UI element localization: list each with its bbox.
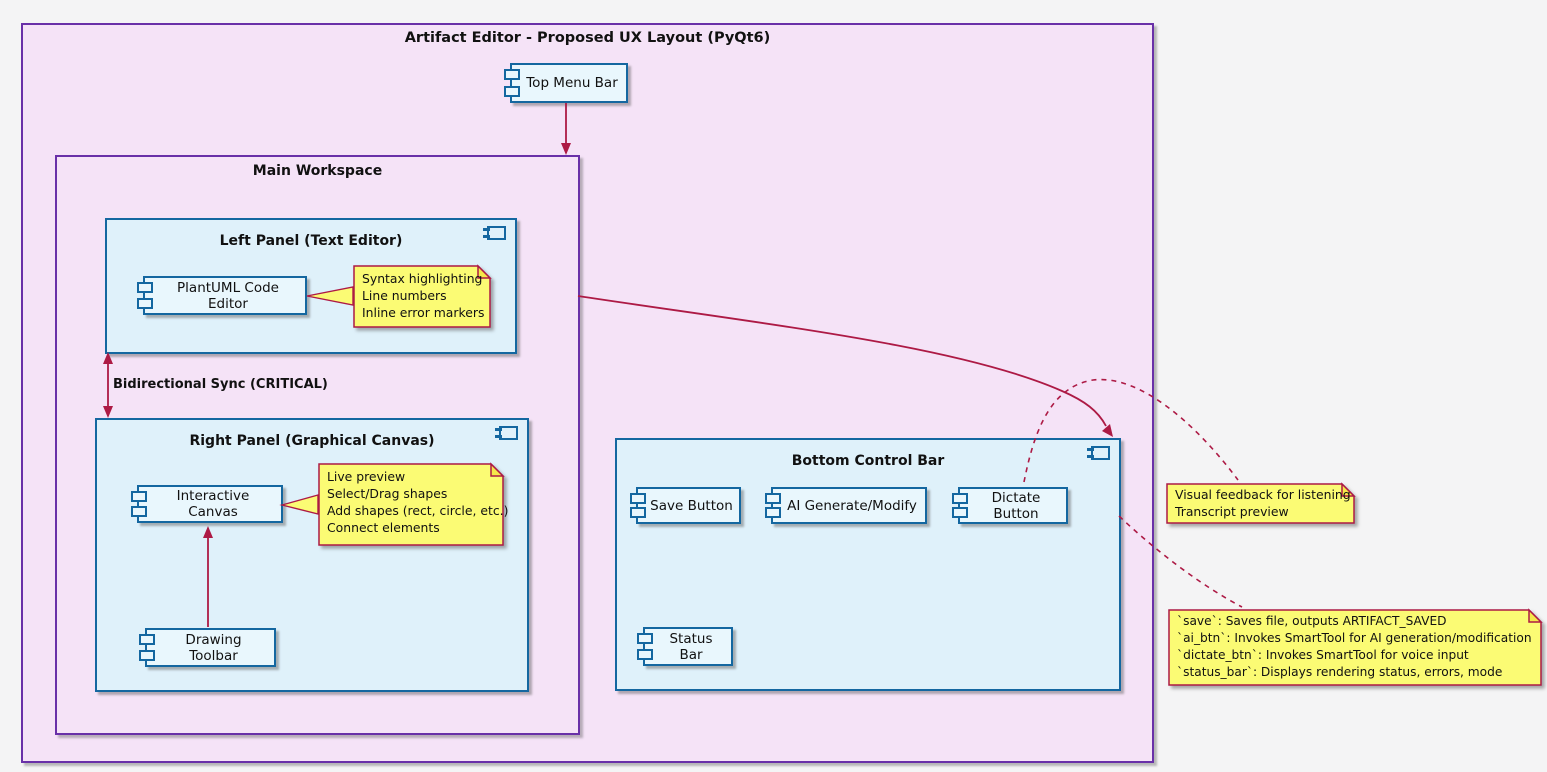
- note-text: Live preview Select/Drag shapes Add shap…: [318, 463, 509, 546]
- interactive-canvas-component: Interactive Canvas: [131, 485, 283, 523]
- drawing-toolbar-label: Drawing Toolbar: [185, 631, 242, 664]
- plantuml-code-editor-component: PlantUML Code Editor: [137, 276, 307, 315]
- note-controls-behavior: `save`: Saves file, outputs ARTIFACT_SAV…: [1168, 608, 1543, 686]
- component-port-icon: [637, 633, 653, 644]
- note-line: Connect elements: [327, 520, 440, 535]
- note-line: Syntax highlighting: [362, 271, 483, 286]
- component-port-icon: [139, 634, 155, 645]
- bidirectional-sync-label: Bidirectional Sync (CRITICAL): [113, 377, 328, 392]
- note-canvas-features: Live preview Select/Drag shapes Add shap…: [318, 462, 509, 546]
- component-port-icon: [504, 86, 520, 97]
- top-menu-bar-component: Top Menu Bar: [504, 63, 628, 103]
- top-menu-bar-label: Top Menu Bar: [526, 75, 618, 91]
- note-editor-features: Syntax highlighting Line numbers Inline …: [353, 264, 492, 328]
- note-shape: [318, 462, 505, 546]
- component-port-icon: [131, 506, 147, 517]
- component-port-icon: [765, 493, 781, 504]
- status-bar-label: Status Bar: [669, 630, 713, 663]
- left-panel-title: Left Panel (Text Editor): [219, 233, 403, 249]
- note-line: Transcript preview: [1175, 504, 1289, 519]
- plantuml-code-editor-label: PlantUML Code Editor: [177, 279, 279, 312]
- component-port-icon: [139, 650, 155, 661]
- note-text: Visual feedback for listening Transcript…: [1166, 483, 1355, 524]
- note-line: `ai_btn`: Invokes SmartTool for AI gener…: [1177, 631, 1532, 645]
- dictate-button-component: Dictate Button: [952, 487, 1068, 524]
- ai-generate-modify-component: AI Generate/Modify: [765, 487, 927, 524]
- component-port-icon: [137, 298, 153, 309]
- component-port-icon: [630, 493, 646, 504]
- component-port-icon: [504, 69, 520, 80]
- note-shape: [353, 264, 492, 328]
- ai-generate-modify-label: AI Generate/Modify: [787, 497, 917, 514]
- save-button-component: Save Button: [630, 487, 741, 524]
- note-line: Live preview: [327, 469, 406, 484]
- note-text: Syntax highlighting Line numbers Inline …: [353, 265, 491, 328]
- note-text: `save`: Saves file, outputs ARTIFACT_SAV…: [1168, 609, 1542, 686]
- component-port-icon: [630, 507, 646, 518]
- component-port-icon: [765, 507, 781, 518]
- main-workspace-title: Main Workspace: [252, 163, 383, 179]
- interactive-canvas-label: Interactive Canvas: [176, 488, 250, 520]
- dictate-button-label: Dictate Button: [991, 489, 1041, 522]
- component-port-icon: [952, 493, 968, 504]
- component-port-icon: [137, 282, 153, 293]
- note-line: `dictate_btn`: Invokes SmartTool for voi…: [1177, 648, 1469, 662]
- status-bar-component: Status Bar: [637, 627, 733, 666]
- save-button-label: Save Button: [650, 497, 733, 514]
- component-port-icon: [637, 649, 653, 660]
- component-port-icon: [952, 507, 968, 518]
- component-icon: [495, 426, 518, 440]
- note-shape: [1166, 482, 1356, 524]
- right-panel-title: Right Panel (Graphical Canvas): [189, 433, 435, 449]
- drawing-toolbar-component: Drawing Toolbar: [139, 628, 276, 667]
- note-line: Line numbers: [362, 288, 447, 303]
- component-icon: [483, 226, 506, 240]
- note-line: `save`: Saves file, outputs ARTIFACT_SAV…: [1177, 614, 1447, 628]
- diagram-title: Artifact Editor - Proposed UX Layout (Py…: [404, 30, 771, 46]
- note-line: `status_bar`: Displays rendering status,…: [1177, 665, 1503, 679]
- note-line: Inline error markers: [362, 305, 485, 320]
- note-line: Add shapes (rect, circle, etc.): [327, 503, 509, 518]
- note-dictate-feedback: Visual feedback for listening Transcript…: [1166, 482, 1356, 524]
- note-line: Select/Drag shapes: [327, 486, 448, 501]
- component-port-icon: [131, 491, 147, 502]
- component-icon: [1087, 446, 1110, 460]
- bottom-control-bar-title: Bottom Control Bar: [791, 453, 945, 469]
- note-line: Visual feedback for listening: [1175, 487, 1351, 502]
- note-shape: [1168, 608, 1543, 686]
